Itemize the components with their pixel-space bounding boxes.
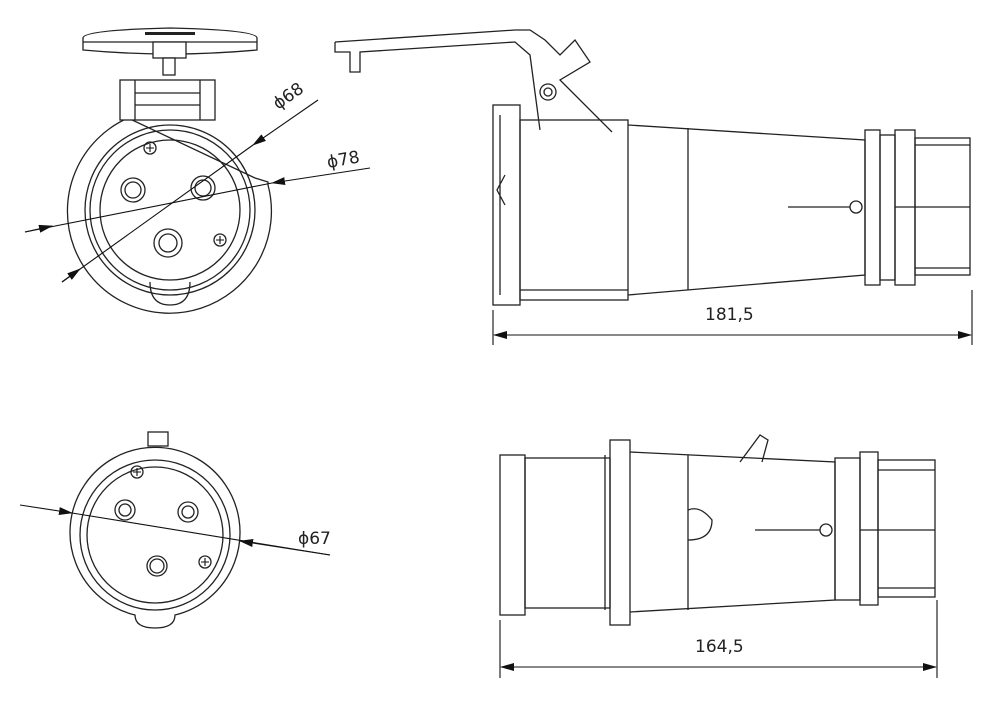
dimension-socket-length: 181,5 bbox=[705, 305, 754, 325]
dimension-plug-diameter: ϕ67 bbox=[298, 529, 331, 549]
dimension-plug-length: 164,5 bbox=[695, 637, 744, 657]
plug-outer-rim bbox=[69, 446, 241, 629]
socket-front-view: ϕ68 ϕ78 bbox=[24, 27, 371, 314]
socket-side-view: 181,5 bbox=[334, 29, 973, 345]
plug-front-view: ϕ67 bbox=[19, 431, 331, 629]
dimension-line bbox=[252, 99, 319, 146]
plug-side-view: 164,5 bbox=[499, 434, 938, 678]
socket-pin-holes bbox=[120, 175, 216, 258]
hinge-block bbox=[119, 79, 216, 121]
screw-icon bbox=[198, 555, 212, 569]
screw-icon bbox=[130, 465, 144, 479]
dimension-line bbox=[19, 504, 73, 515]
socket-lid-lever bbox=[334, 29, 613, 133]
dimension-outer-diameter: ϕ78 bbox=[325, 148, 361, 173]
dimension-line bbox=[271, 167, 371, 185]
screw-icon bbox=[213, 233, 227, 247]
socket-lid bbox=[82, 27, 258, 55]
socket-outer-rim bbox=[66, 117, 273, 314]
dimension-inner-diameter: ϕ68 bbox=[269, 79, 307, 114]
screw-icon bbox=[143, 141, 157, 155]
